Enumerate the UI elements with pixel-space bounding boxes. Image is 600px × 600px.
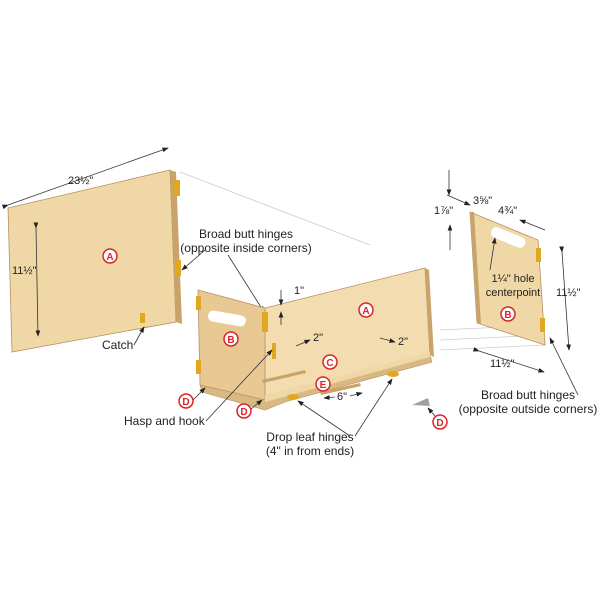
hinges-inside-sublabel: (opposite inside corners) bbox=[180, 241, 311, 255]
part-label-a: A bbox=[362, 306, 369, 317]
width-dimension: 11½" bbox=[490, 358, 515, 370]
hinge-icon bbox=[196, 360, 201, 374]
dimension-left: 1⅞" bbox=[434, 205, 453, 217]
part-label-d: D bbox=[436, 418, 443, 429]
hinges-outside-sublabel: (opposite outside corners) bbox=[459, 402, 598, 416]
part-label-d: D bbox=[182, 397, 189, 408]
part-label-e: E bbox=[320, 380, 327, 391]
box-assembly: A B C E D D 1" 2" 2" 6" bbox=[178, 267, 434, 419]
hinge-icon bbox=[174, 180, 180, 196]
hole-label: 1¼" hole bbox=[491, 273, 534, 285]
stop-block-d bbox=[412, 398, 430, 406]
hinge-icon bbox=[196, 296, 201, 310]
hinge-icon bbox=[262, 312, 268, 332]
hinges-outside-label: Broad butt hinges bbox=[481, 388, 575, 402]
drop-leaf-hinge-icon bbox=[287, 394, 299, 400]
drop-leaf-label: Drop leaf hinges bbox=[266, 430, 353, 444]
dimension-1in: 1" bbox=[294, 285, 304, 297]
hinge-icon bbox=[540, 318, 545, 332]
dimension-6in: 6" bbox=[337, 391, 347, 403]
hinges-inside-label: Broad butt hinges bbox=[199, 227, 293, 241]
panel-b-right: B 1¼" hole centerpoint 3⅝" 1⅞" 4¾" 11½" … bbox=[434, 170, 581, 373]
height-dimension: 11½" bbox=[12, 265, 37, 277]
panel-a-left: A 23½" 11½" bbox=[1, 147, 182, 353]
height-dimension: 11½" bbox=[556, 287, 581, 299]
part-label-b: B bbox=[504, 310, 511, 321]
drop-leaf-sublabel: (4" in from ends) bbox=[266, 444, 354, 458]
dimension-2in: 2" bbox=[313, 332, 323, 344]
dimension-slot: 4¾" bbox=[498, 205, 517, 217]
hinge-icon bbox=[536, 248, 541, 262]
dimension-top: 3⅝" bbox=[473, 195, 492, 207]
part-label-a: A bbox=[106, 252, 113, 263]
part-label-d: D bbox=[240, 407, 247, 418]
hasp-label: Hasp and hook bbox=[124, 414, 206, 428]
part-label-b: B bbox=[227, 335, 234, 346]
catch-icon bbox=[140, 313, 145, 323]
hinge-icon bbox=[175, 260, 181, 276]
hole-sublabel: centerpoint bbox=[486, 287, 540, 299]
part-label-c: C bbox=[326, 358, 333, 369]
drop-leaf-hinge-icon bbox=[387, 371, 399, 377]
width-dimension: 23½" bbox=[68, 175, 93, 187]
catch-label: Catch bbox=[102, 338, 133, 352]
hasp-icon bbox=[272, 343, 276, 359]
dimension-2in: 2" bbox=[398, 336, 408, 348]
